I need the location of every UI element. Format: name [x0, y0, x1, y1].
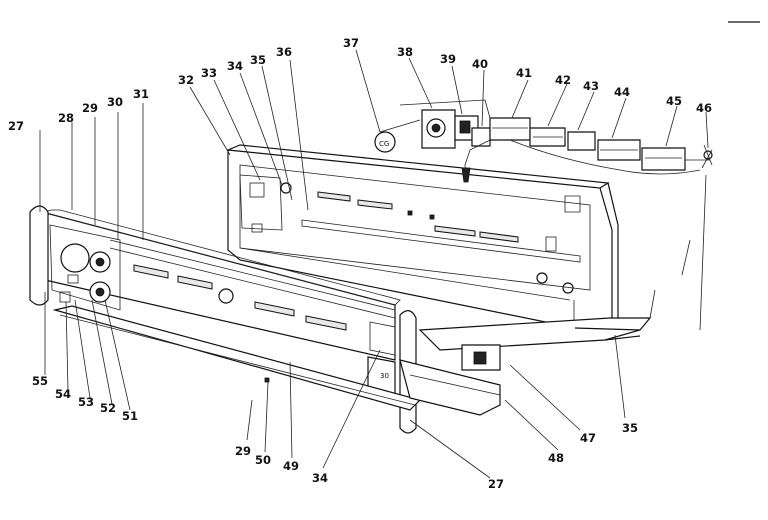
back-panel-housing [227, 144, 619, 329]
indicator-knob [218, 288, 234, 304]
front-control-panel: 30 [41, 209, 401, 396]
callout-33: 33 [201, 66, 217, 80]
leader-lines [39, 49, 709, 479]
right-end-sketch [649, 174, 707, 331]
callout-43: 43 [583, 79, 599, 93]
callout-32: 32 [178, 73, 194, 87]
switch-block-43 [567, 131, 596, 151]
pad-row-3 [254, 301, 295, 317]
callout-30: 30 [107, 95, 123, 109]
callout-37: 37 [343, 36, 359, 50]
svg-text:30: 30 [380, 372, 389, 380]
bracket [564, 195, 581, 213]
callout-50: 50 [255, 453, 271, 467]
callout-29-bottom: 29 [235, 444, 251, 458]
callout-48: 48 [548, 451, 564, 465]
callout-42: 42 [555, 73, 571, 87]
callout-54: 54 [55, 387, 71, 401]
callouts: 27 28 29 30 31 32 33 34 35 36 37 38 39 4… [8, 36, 712, 491]
callout-44: 44 [614, 85, 630, 99]
callout-51: 51 [122, 409, 138, 423]
callout-38: 38 [397, 45, 413, 59]
pad-row-4 [305, 315, 347, 331]
callout-34-bottom: 34 [312, 471, 328, 485]
callout-34-top: 34 [227, 59, 243, 73]
left-end-cap [29, 205, 49, 306]
callout-39: 39 [440, 52, 456, 66]
callout-35-bottom: 35 [622, 421, 638, 435]
callout-40: 40 [472, 57, 488, 71]
clock-knob-37 [374, 131, 396, 153]
pad-row-1 [133, 264, 169, 279]
callout-27-bottom: 27 [488, 477, 504, 491]
base-housing [399, 359, 501, 416]
callout-47: 47 [580, 431, 596, 445]
svg-text:CG: CG [379, 140, 389, 148]
callout-53: 53 [78, 395, 94, 409]
grommet-46 [703, 150, 713, 160]
callout-31: 31 [133, 87, 149, 101]
bottom-trim-rail [418, 317, 652, 351]
switch-block-41 [489, 117, 531, 141]
callout-35-top: 35 [250, 53, 266, 67]
callout-52: 52 [100, 401, 116, 415]
relay-40 [471, 127, 491, 147]
callout-46: 46 [696, 101, 712, 115]
callout-41: 41 [516, 66, 532, 80]
callout-36: 36 [276, 45, 292, 59]
pad-row-2 [177, 275, 213, 290]
bracket-47 [461, 344, 501, 371]
screw [461, 167, 471, 183]
callout-27-left: 27 [8, 119, 24, 133]
callout-49: 49 [283, 459, 299, 473]
callout-45: 45 [666, 94, 682, 108]
component-row: CG [374, 99, 713, 213]
callout-55: 55 [32, 374, 48, 388]
switch-block-45 [641, 147, 686, 171]
knob-upper-left [60, 243, 90, 273]
callout-29-top: 29 [82, 101, 98, 115]
callout-28: 28 [58, 111, 74, 125]
